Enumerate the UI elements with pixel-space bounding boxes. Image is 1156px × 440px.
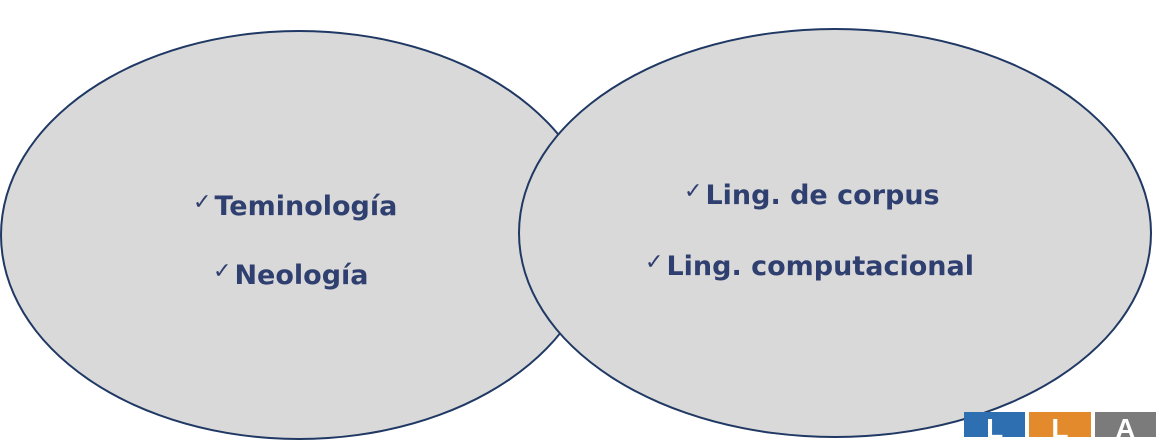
logo-block-l1: L	[964, 412, 1026, 438]
right-item-ling-corpus: ✓Ling. de corpus	[684, 179, 940, 211]
left-item-label: Neología	[234, 260, 369, 291]
right-item-label: Ling. computacional	[666, 251, 974, 282]
lla-logo: L L A	[964, 412, 1156, 437]
left-item-label: Teminología	[214, 191, 398, 222]
checkmark-icon: ✓	[193, 190, 212, 215]
checkmark-icon: ✓	[213, 259, 232, 284]
right-item-ling-computacional: ✓Ling. computacional	[645, 250, 974, 282]
logo-block-l2: L	[1029, 412, 1091, 438]
left-ellipse	[0, 30, 598, 440]
logo-block-a: A	[1094, 412, 1156, 438]
checkmark-icon: ✓	[645, 250, 664, 275]
left-item-neologia: ✓Neología	[213, 259, 369, 291]
logo-letter: L	[986, 413, 1004, 438]
right-ellipse	[518, 28, 1152, 438]
checkmark-icon: ✓	[684, 179, 703, 204]
logo-letter: L	[1051, 413, 1069, 438]
right-item-label: Ling. de corpus	[705, 180, 940, 211]
logo-letter: A	[1115, 413, 1136, 438]
left-item-terminologia: ✓Teminología	[193, 190, 398, 222]
